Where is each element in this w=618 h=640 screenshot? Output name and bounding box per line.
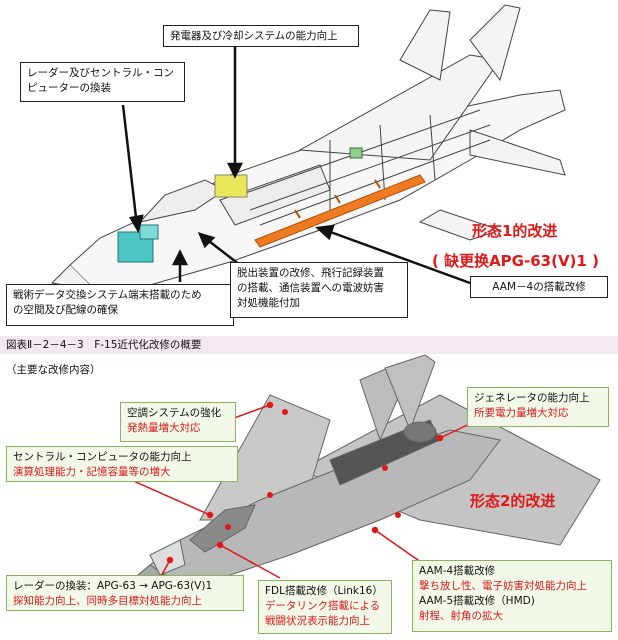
top-aircraft-diagram	[50, 4, 566, 291]
callout-aam: AAM-4搭載改修 撃ち放し性、電子妨害対処能力向上 AAM-5搭載改修（HMD…	[412, 560, 612, 632]
callout-radar2: レーダーの換装：APG-63 → APG-63(V)1 探知能力向上、同時多目標…	[6, 575, 244, 611]
callout-generator2-title: ジェネレータの能力向上	[474, 392, 590, 404]
callout-aam4: AAM－4の搭載改修	[470, 276, 608, 298]
callout-aam4-text: AAM－4の搭載改修	[492, 281, 586, 293]
callout-generator-text: 発電器及び冷却システムの能力向上	[170, 30, 338, 42]
callout-fdl-sub1: データリンク搭載による	[265, 600, 381, 612]
callout-tactical-line1: 戦術データ交換システム端末搭載のため	[13, 289, 202, 301]
callout-aircon-sub: 発熱量増大対応	[127, 422, 201, 434]
callout-computer-sub: 演算処理能力・記憶容量等の増大	[13, 466, 171, 478]
callout-aam-title1: AAM-4搭載改修	[419, 565, 496, 577]
callout-radar-line2: ピューターの換装	[27, 82, 111, 94]
callout-aircon: 空調システムの強化 発熱量増大対応	[120, 402, 236, 442]
section-label: （主要な改修内容）	[6, 364, 101, 376]
callout-computer-title: セントラル・コンピュータの能力向上	[13, 451, 192, 463]
callout-fdl: FDL搭載改修（Link16） データリンク搭載による 戦闘状況表示能力向上	[258, 580, 392, 634]
callout-generator2: ジェネレータの能力向上 所要電力量増大対応	[467, 387, 609, 427]
figure-caption-bar: 図表Ⅱ－2－4－3 F-15近代化改修の概要	[0, 336, 618, 354]
radar-component	[117, 224, 159, 263]
callout-ejection-line1: 脱出装置の改修、飛行記録装置	[237, 267, 384, 279]
callout-radar2-title: レーダーの換装：APG-63 → APG-63(V)1	[13, 580, 213, 592]
callout-aircon-title: 空調システムの強化	[127, 407, 222, 419]
callout-aam-title2: AAM-5搭載改修（HMD)	[419, 595, 535, 607]
callout-ejection-line2: の搭載、通信装置への電波妨害	[237, 282, 384, 294]
callout-generator2-sub: 所要電力量増大対応	[474, 407, 569, 419]
callout-radar: レーダー及びセントラル・コン ピューターの換装	[20, 62, 185, 102]
callout-computer: セントラル・コンピュータの能力向上 演算処理能力・記憶容量等の増大	[6, 446, 238, 482]
callout-fdl-title: FDL搭載改修（Link16）	[265, 585, 383, 597]
callout-radar-line1: レーダー及びセントラル・コン	[27, 67, 174, 79]
aam4-missile	[254, 174, 426, 248]
callout-tactical-line2: の空間及び配線の確保	[13, 304, 118, 316]
figure-caption: 図表Ⅱ－2－4－3 F-15近代化改修の概要	[6, 339, 202, 351]
callout-aam-sub1: 撃ち放し性、電子妨害対処能力向上	[419, 580, 587, 592]
callout-radar2-sub: 探知能力向上、同時多目標対処能力向上	[13, 595, 202, 607]
callout-ejection-line3: 対処機能付加	[237, 297, 300, 309]
form1-subtitle: ( 缺更换APG-63(V)1 )	[432, 252, 599, 270]
callout-tactical: 戦術データ交換システム端末搭載のため の空間及び配線の確保	[6, 284, 234, 326]
callout-fdl-sub2: 戦闘状況表示能力向上	[265, 615, 370, 627]
callout-generator: 発電器及び冷却システムの能力向上	[163, 25, 359, 47]
form2-title: 形态2的改进	[470, 492, 556, 510]
callout-aam-sub2: 射程、射角の拡大	[419, 610, 503, 622]
green-component	[349, 147, 363, 159]
callout-ejection: 脱出装置の改修、飛行記録装置 の搭載、通信装置への電波妨害 対処機能付加	[230, 262, 408, 318]
form1-title: 形态1的改进	[472, 222, 558, 240]
generator-component	[214, 174, 248, 198]
